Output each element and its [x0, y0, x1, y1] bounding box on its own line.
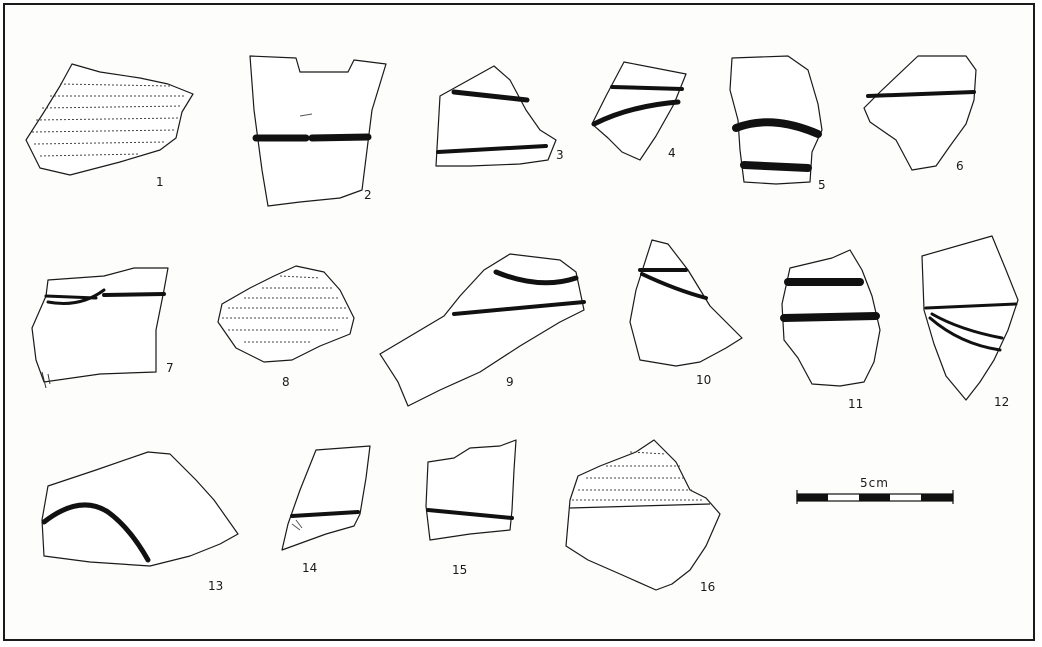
- sherd-10: [629, 239, 743, 367]
- label-13: 13: [208, 579, 223, 593]
- sherd-2: [249, 55, 387, 207]
- label-12: 12: [994, 395, 1009, 409]
- label-4: 4: [668, 146, 676, 160]
- label-8: 8: [282, 375, 290, 389]
- sherd-13: [41, 451, 239, 567]
- sherd-12: [921, 235, 1019, 401]
- label-10: 10: [696, 373, 711, 387]
- label-2: 2: [364, 188, 372, 202]
- label-14: 14: [302, 561, 317, 575]
- scale-bar: 5cm: [796, 476, 954, 504]
- label-1: 1: [156, 175, 164, 189]
- label-16: 16: [700, 580, 715, 594]
- sherd-16: [565, 439, 721, 591]
- sherd-labels: 1 2 3 4 5 6 7 8 9 10 11 12 13 14 15 16: [156, 146, 1009, 594]
- sherd-11: [780, 249, 881, 387]
- label-9: 9: [506, 375, 514, 389]
- sherd-8: [217, 265, 355, 363]
- sherd-15: [425, 439, 517, 541]
- label-3: 3: [556, 148, 564, 162]
- sherd-9: [379, 253, 586, 407]
- label-5: 5: [818, 178, 826, 192]
- sherd-3: [435, 65, 557, 167]
- label-11: 11: [848, 397, 863, 411]
- sherd-14: [281, 445, 371, 551]
- scale-bar-label: 5cm: [860, 476, 889, 490]
- sherd-4: [591, 61, 687, 161]
- sherd-1: [25, 63, 194, 176]
- sherd-6: [863, 55, 977, 171]
- label-15: 15: [452, 563, 467, 577]
- label-7: 7: [166, 361, 174, 375]
- sherd-7: [31, 267, 169, 389]
- label-6: 6: [956, 159, 964, 173]
- sherd-5: [729, 55, 823, 185]
